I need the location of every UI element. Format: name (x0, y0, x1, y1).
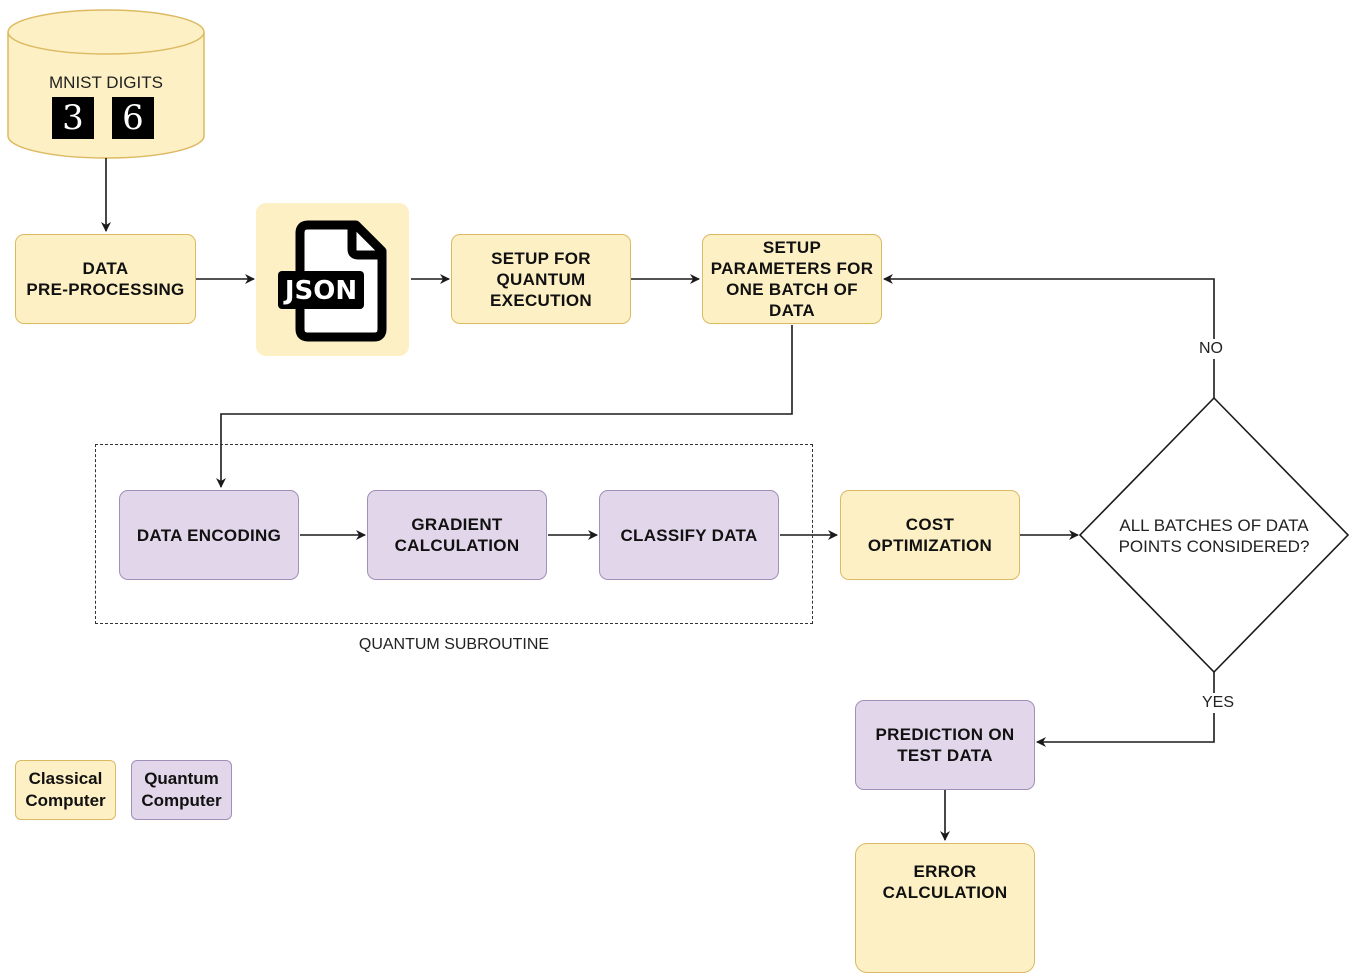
node-data-preprocessing-label: DATA PRE-PROCESSING (26, 259, 185, 299)
quantum-subroutine-box (95, 444, 813, 624)
legend-quantum-computer: Quantum Computer (131, 760, 232, 820)
mnist-label: MNIST DIGITS (49, 73, 163, 92)
decision-question: ALL BATCHES OF DATA POINTS CONSIDERED? (1118, 516, 1310, 556)
decision-yes-label: YES (1201, 694, 1234, 711)
node-setup-parameters-label: SETUP PARAMETERS FOR ONE BATCH OF DATA (710, 238, 874, 320)
node-classify-data[interactable]: CLASSIFY DATA (599, 490, 779, 580)
quantum-subroutine-label: QUANTUM SUBROUTINE (358, 636, 550, 653)
node-data-encoding-label: DATA ENCODING (136, 525, 282, 545)
node-setup-parameters[interactable]: SETUP PARAMETERS FOR ONE BATCH OF DATA (702, 234, 882, 324)
node-cost-optimization-label: COST OPTIMIZATION (867, 515, 993, 555)
decision-no-label: NO (1199, 340, 1223, 357)
json-file-icon: JSON (278, 220, 387, 342)
node-classify-data-label: CLASSIFY DATA (620, 525, 758, 545)
decision-diamond (1078, 396, 1350, 674)
node-prediction-test-data-label: PREDICTION ON TEST DATA (875, 725, 1015, 765)
arrow-decision-no-to-params (883, 274, 1215, 398)
json-icon-label: JSON (283, 276, 357, 306)
node-gradient-calculation[interactable]: GRADIENT CALCULATION (367, 490, 547, 580)
node-error-calculation[interactable]: ERROR CALCULATION (855, 843, 1035, 973)
node-setup-quantum-execution-label: SETUP FOR QUANTUM EXECUTION (490, 248, 592, 310)
arrow-params-to-encoding (216, 325, 793, 488)
json-file-tile: JSON (256, 203, 409, 356)
node-data-encoding[interactable]: DATA ENCODING (119, 490, 299, 580)
node-cost-optimization[interactable]: COST OPTIMIZATION (840, 490, 1020, 580)
node-data-preprocessing[interactable]: DATA PRE-PROCESSING (15, 234, 196, 324)
node-error-calculation-label: ERROR CALCULATION (882, 862, 1008, 902)
arrow-decision-yes-to-prediction (1036, 672, 1215, 747)
legend-quantum-label: Quantum Computer (141, 769, 222, 810)
legend-classical-label: Classical Computer (25, 769, 106, 810)
digit-six-image: 6 (112, 97, 154, 139)
node-gradient-calculation-label: GRADIENT CALCULATION (394, 515, 520, 555)
node-setup-quantum-execution[interactable]: SETUP FOR QUANTUM EXECUTION (451, 234, 631, 324)
legend-classical-computer: Classical Computer (15, 760, 116, 820)
digit-three-image: 3 (52, 97, 94, 139)
node-prediction-test-data[interactable]: PREDICTION ON TEST DATA (855, 700, 1035, 790)
